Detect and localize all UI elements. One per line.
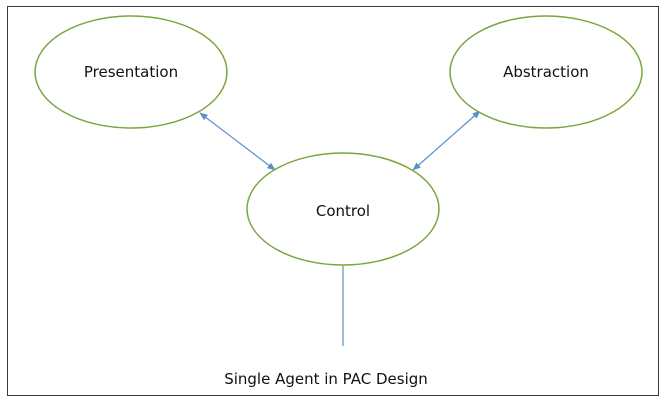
- abstraction-label: Abstraction: [503, 63, 589, 81]
- presentation-label: Presentation: [84, 63, 178, 81]
- abstraction-control-connector: [412, 110, 481, 171]
- control-node: [246, 152, 440, 266]
- diagram-caption: Single Agent in PAC Design: [224, 370, 428, 388]
- abstraction-node: [449, 15, 643, 129]
- control-label: Control: [316, 202, 370, 220]
- presentation-control-connector: [199, 112, 276, 171]
- presentation-node: [34, 15, 228, 129]
